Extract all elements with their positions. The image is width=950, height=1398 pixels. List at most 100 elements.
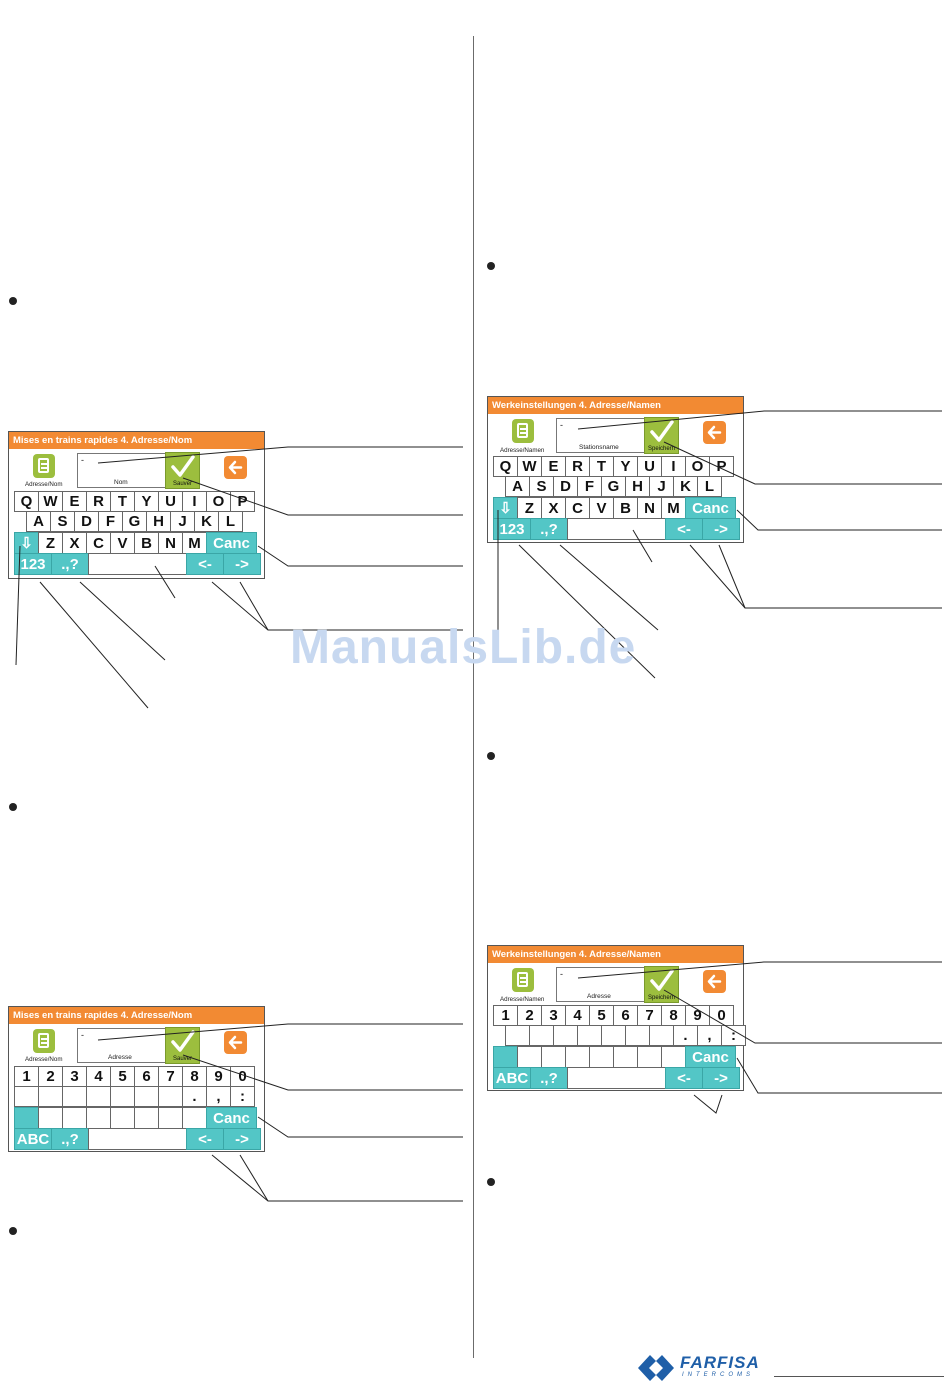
key-row: 1 2 3 4 5 6 7 8 9 0 xyxy=(493,1005,734,1026)
save-label: Speichern xyxy=(647,446,676,452)
mode-label: Adresse/Nom xyxy=(25,481,63,488)
entry-value: - xyxy=(81,455,84,465)
cursor-left-key[interactable]: <- xyxy=(186,553,224,575)
alpha-mode-key[interactable]: ABC xyxy=(493,1067,531,1089)
checkmark-icon xyxy=(649,420,674,442)
back-button[interactable] xyxy=(224,1031,247,1054)
key-row: Q W E R T Y U I O P xyxy=(14,491,255,512)
entry-label: Adresse xyxy=(108,1054,132,1061)
watermark: ManualsLib.de xyxy=(290,621,637,674)
column-divider xyxy=(473,36,474,1358)
save-button[interactable]: Speichern xyxy=(644,417,679,454)
cancel-key[interactable]: Canc xyxy=(685,1046,736,1068)
checkmark-icon xyxy=(170,1030,195,1052)
entry-value: - xyxy=(81,1030,84,1040)
key-row: 123 .,? <- -> xyxy=(493,518,740,540)
mode-label: Adresse/Namen xyxy=(500,447,545,454)
address-book-icon xyxy=(33,454,55,478)
alpha-mode-key[interactable]: ABC xyxy=(14,1128,52,1150)
mode-label: Adresse/Namen xyxy=(500,996,545,1003)
keyboard-screen-numeric-de: Werkeinstellungen 4. Adresse/Namen Adres… xyxy=(487,945,746,1091)
punctuation-key[interactable]: .,? xyxy=(530,518,568,540)
key-row: . , : xyxy=(505,1025,746,1046)
mode-button[interactable]: Adresse/Nom xyxy=(25,1029,73,1065)
brand-sub: INTERCOMS xyxy=(682,1372,754,1378)
key-row: . , : xyxy=(14,1086,255,1107)
key[interactable]: A xyxy=(26,511,51,532)
keyboard-screen-numeric-fr: Mises en trains rapides 4. Adresse/Nom A… xyxy=(8,1006,265,1152)
screen-title: Mises en trains rapides 4. Adresse/Nom xyxy=(9,1007,264,1024)
key-row: ABC .,? <- -> xyxy=(493,1067,740,1089)
save-label: Sauver xyxy=(172,1056,192,1062)
entry-label: Nom xyxy=(114,479,128,486)
shift-key[interactable]: ⇩ xyxy=(493,497,518,519)
back-button[interactable] xyxy=(703,421,726,444)
cursor-left-key[interactable]: <- xyxy=(665,1067,703,1089)
save-label: Sauver xyxy=(172,481,192,487)
key[interactable]: H xyxy=(146,511,171,532)
keyboard-screen-alpha-fr: Mises en trains rapides 4. Adresse/Nom A… xyxy=(8,431,265,579)
punctuation-key[interactable]: .,? xyxy=(51,1128,89,1150)
entry-label: Adresse xyxy=(587,993,611,1000)
punctuation-key[interactable]: .,? xyxy=(530,1067,568,1089)
numeric-mode-key[interactable]: 123 xyxy=(493,518,531,540)
entry-value: - xyxy=(560,969,563,979)
mode-label: Adresse/Nom xyxy=(25,1056,63,1063)
back-button[interactable] xyxy=(703,970,726,993)
checkmark-icon xyxy=(649,969,674,991)
back-arrow-icon xyxy=(707,974,722,989)
address-entry-field[interactable]: - Adresse xyxy=(77,1028,167,1063)
back-arrow-icon xyxy=(707,425,722,440)
key[interactable]: L xyxy=(218,511,243,532)
mode-button[interactable]: Adresse/Namen xyxy=(500,968,552,1004)
brand-name: FARFISA xyxy=(680,1353,760,1372)
key[interactable]: : xyxy=(230,1086,255,1107)
bullet xyxy=(487,1178,495,1186)
key[interactable]: M xyxy=(661,497,686,519)
cursor-right-key[interactable]: -> xyxy=(223,1128,261,1150)
address-book-icon xyxy=(512,419,534,443)
back-arrow-icon xyxy=(228,1035,243,1050)
key[interactable]: J xyxy=(649,476,674,497)
bullet xyxy=(487,752,495,760)
checkmark-icon xyxy=(170,455,195,477)
cursor-right-key[interactable]: -> xyxy=(702,518,740,540)
keyboard-screen-alpha-de: Werkeinstellungen 4. Adresse/Namen Adres… xyxy=(487,396,744,543)
key-row: 123 .,? <- -> xyxy=(14,553,261,575)
bullet xyxy=(9,803,17,811)
key[interactable]: H xyxy=(625,476,650,497)
screen-title: Werkeinstellungen 4. Adresse/Namen xyxy=(488,946,743,963)
brand-logo: FARFISA INTERCOMS xyxy=(632,1350,950,1386)
key-row: A S D F G H J K L xyxy=(505,476,722,497)
farfisa-logo-icon xyxy=(638,1355,674,1381)
cursor-left-key[interactable]: <- xyxy=(186,1128,224,1150)
address-book-icon xyxy=(33,1029,55,1053)
punctuation-key[interactable]: .,? xyxy=(51,553,89,575)
save-label: Speichern xyxy=(647,995,676,1001)
key-row: 1 2 3 4 5 6 7 8 9 0 xyxy=(14,1066,255,1087)
screen-title: Mises en trains rapides 4. Adresse/Nom xyxy=(9,432,264,449)
key-row: A S D F G H J K L xyxy=(26,511,243,532)
key[interactable]: : xyxy=(721,1025,746,1046)
mode-button[interactable]: Adresse/Nom xyxy=(25,454,73,490)
bullet xyxy=(9,297,17,305)
key[interactable]: A xyxy=(505,476,530,497)
key-row: ABC .,? <- -> xyxy=(14,1128,261,1150)
bullet xyxy=(487,262,495,270)
bullet xyxy=(9,1227,17,1235)
back-button[interactable] xyxy=(224,456,247,479)
cursor-right-key[interactable]: -> xyxy=(702,1067,740,1089)
mode-button[interactable]: Adresse/Namen xyxy=(500,419,552,455)
cancel-key[interactable]: Canc xyxy=(685,497,736,519)
screen-title: Werkeinstellungen 4. Adresse/Namen xyxy=(488,397,743,414)
save-button[interactable]: Sauver xyxy=(165,452,200,489)
footer-rule xyxy=(774,1376,944,1377)
key[interactable]: D xyxy=(553,476,578,497)
cursor-right-key[interactable]: -> xyxy=(223,553,261,575)
key[interactable]: L xyxy=(697,476,722,497)
address-book-icon xyxy=(512,968,534,992)
entry-label: Stationsname xyxy=(579,444,619,451)
back-arrow-icon xyxy=(228,460,243,475)
numeric-mode-key[interactable]: 123 xyxy=(14,553,52,575)
